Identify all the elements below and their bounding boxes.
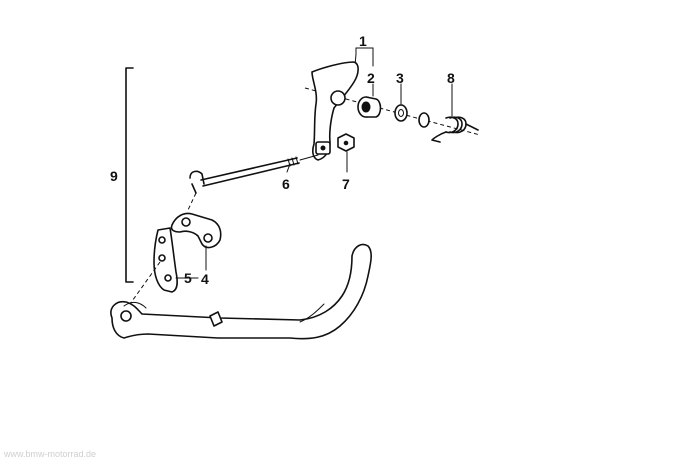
mounting-bracket — [170, 212, 222, 249]
torsion-spring — [431, 116, 479, 143]
callout-9: 9 — [110, 168, 118, 184]
callout-6: 6 — [282, 176, 290, 192]
callout-3: 3 — [396, 70, 404, 86]
callout-2: 2 — [367, 70, 375, 86]
washer — [394, 104, 408, 122]
callout-8: 8 — [447, 70, 455, 86]
side-stand — [110, 243, 372, 340]
callout-4: 4 — [201, 271, 209, 287]
bushing — [357, 96, 382, 118]
watermark-text: www.bmw-motorrad.de — [3, 449, 96, 459]
shift-lever — [311, 61, 359, 161]
mounting-plate — [153, 227, 178, 293]
group-bracket-9 — [125, 67, 134, 283]
callout-7: 7 — [342, 176, 350, 192]
nut — [337, 133, 355, 152]
leader-lines — [175, 83, 453, 279]
group-bracket-1 — [354, 47, 374, 67]
assembly-line-rod — [187, 192, 197, 211]
circlip — [418, 112, 430, 128]
callout-5: 5 — [184, 270, 192, 286]
assembly-line-plate — [129, 261, 161, 305]
shift-rod — [189, 154, 319, 194]
callout-1: 1 — [359, 33, 367, 49]
